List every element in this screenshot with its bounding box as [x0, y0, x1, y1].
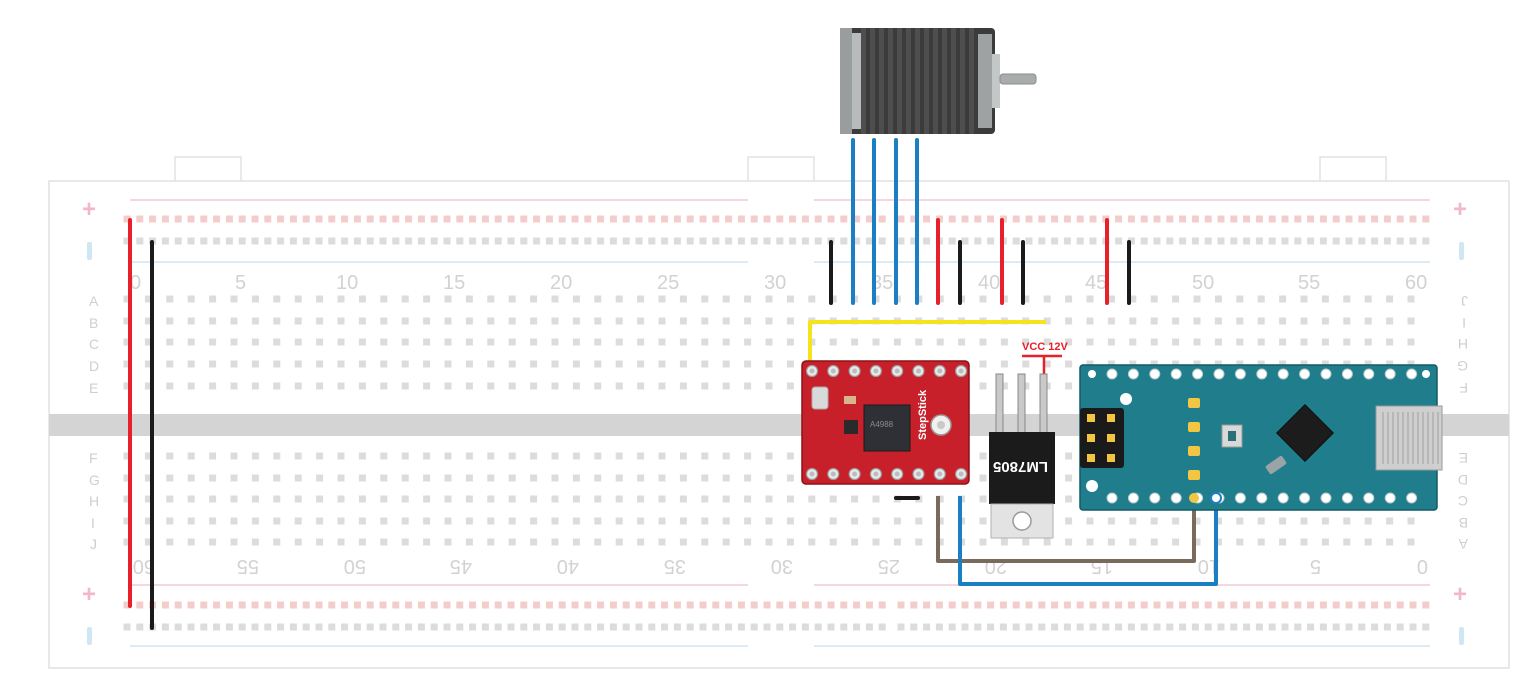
column-number: 25	[657, 272, 679, 294]
rail-minus-marker	[1459, 627, 1464, 645]
column-number: 55	[1298, 272, 1320, 294]
column-number: 40	[557, 555, 579, 577]
row-letter: C	[1458, 493, 1468, 509]
column-number: 20	[985, 555, 1007, 577]
row-letter: I	[91, 515, 95, 531]
row-letter: H	[89, 493, 99, 509]
brown-wire	[936, 496, 1196, 563]
driver-label: StepStick	[917, 389, 929, 440]
rail-minus-marker	[1459, 242, 1464, 260]
driver-pins	[805, 364, 968, 481]
nano-pins	[1106, 368, 1418, 504]
arduino-nano-board	[1079, 364, 1443, 511]
rail-minus-marker	[87, 242, 92, 260]
column-number: 50	[1192, 272, 1214, 294]
stepper-motor	[840, 28, 1037, 134]
column-number: 5	[235, 272, 246, 294]
row-letters: A B C D E F G H I J J I H G F E D C B A	[89, 293, 1468, 552]
column-numbers-top: 0 5 10 15 20 25 30 35 40 45 50 55 60	[130, 272, 1427, 294]
column-number: 0	[130, 272, 141, 294]
row-letter: B	[1459, 515, 1468, 531]
usb-connector	[1375, 405, 1443, 471]
blue-wire	[958, 496, 1218, 586]
column-number: 15	[1091, 555, 1113, 577]
row-letter: J	[1461, 293, 1468, 309]
power-rail-wires	[128, 218, 154, 630]
row-letter: A	[89, 293, 99, 309]
row-letter: D	[89, 358, 99, 374]
column-number: 30	[764, 272, 786, 294]
row-letter: B	[89, 315, 98, 331]
column-number: 10	[336, 272, 358, 294]
stepper-driver-board: A4988 StepStick	[801, 360, 970, 485]
column-number: 40	[978, 272, 1000, 294]
motor-wires	[851, 138, 919, 305]
microcontroller-chip	[1276, 404, 1334, 462]
column-number: 0	[1417, 555, 1428, 577]
motor-shaft	[999, 73, 1037, 85]
row-letter: C	[89, 336, 99, 352]
column-number: 5	[1310, 555, 1321, 577]
column-number: 35	[871, 272, 893, 294]
row-letter: A	[1458, 536, 1468, 552]
column-number: 30	[771, 555, 793, 577]
rail-plus-marker: +	[1453, 196, 1467, 223]
row-letter: J	[90, 536, 97, 552]
row-letter: D	[1458, 472, 1468, 488]
column-number: 25	[878, 555, 900, 577]
row-letter: I	[1462, 315, 1466, 331]
driver-chip-label: A4988	[870, 420, 894, 429]
status-leds	[1188, 398, 1200, 480]
column-number: 20	[550, 272, 572, 294]
row-letter: E	[1459, 450, 1468, 466]
column-number: 45	[1085, 272, 1107, 294]
column-number: 60	[1405, 272, 1427, 294]
yellow-wire	[808, 320, 1046, 366]
rail-plus-marker: +	[82, 581, 96, 608]
column-number: 45	[450, 555, 472, 577]
column-number: 35	[664, 555, 686, 577]
regulator-label: LM7805	[993, 458, 1048, 475]
row-letter: F	[89, 450, 98, 466]
voltage-regulator: LM7805	[989, 373, 1055, 539]
rail-plus-marker: +	[82, 196, 96, 223]
motor-fins	[861, 28, 974, 134]
column-number: 15	[443, 272, 465, 294]
driver-chip	[863, 404, 911, 452]
rail-plus-marker: +	[1453, 581, 1467, 608]
row-letter: G	[89, 472, 100, 488]
row-letter: F	[1459, 380, 1468, 396]
row-letter: H	[1458, 336, 1468, 352]
column-number: 60	[133, 555, 155, 577]
row-letter: E	[89, 380, 98, 396]
jumper-wires-top	[829, 218, 1131, 305]
rail-minus-marker	[87, 627, 92, 645]
supply-voltage-label: VCC 12V	[1022, 341, 1069, 353]
row-letter: G	[1457, 358, 1468, 374]
icsp-header	[1080, 408, 1124, 468]
column-number: 55	[237, 555, 259, 577]
column-number: 50	[344, 555, 366, 577]
